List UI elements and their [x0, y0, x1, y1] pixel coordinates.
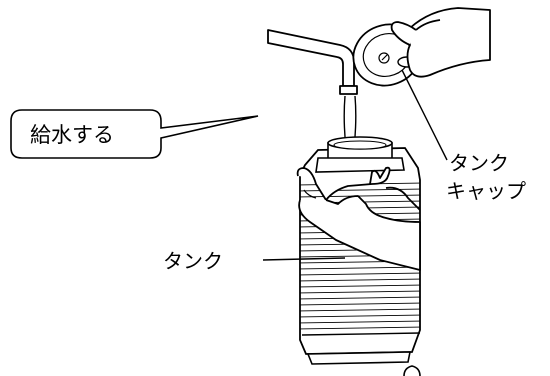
- tank-label: タンク: [163, 249, 223, 273]
- tank-mouth: [315, 136, 405, 173]
- tank-cap-label-line1: タンク: [449, 151, 509, 175]
- tank-cap-label-line2: キャップ: [446, 179, 526, 203]
- tank-cap-leader: [401, 69, 448, 161]
- callout-text: 給水する: [30, 123, 114, 147]
- callout-bubble: [10, 109, 259, 159]
- hand-holding-tank: [296, 166, 421, 271]
- corner-mark: [403, 365, 421, 376]
- leader-lines: [262, 69, 448, 261]
- hand-holding-cap: [390, 7, 491, 78]
- tank-leader: [262, 257, 346, 261]
- faucet: [267, 29, 358, 95]
